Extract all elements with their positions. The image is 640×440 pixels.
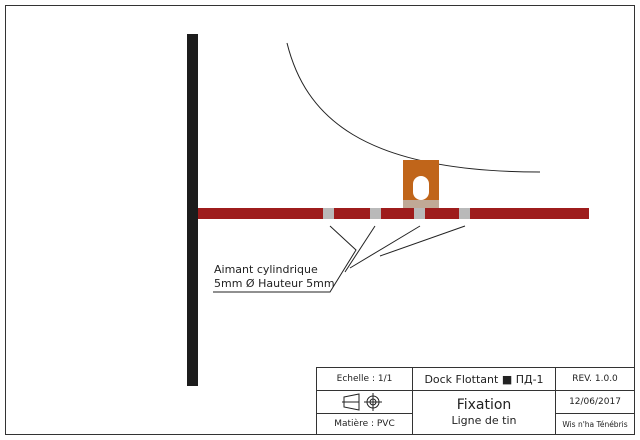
project-name: Dock Flottant ■ ПД-1 <box>424 372 544 386</box>
drawing-subtitle: Ligne de tin <box>451 413 517 427</box>
magnet-slot <box>414 208 425 219</box>
magnet-slot <box>459 208 470 219</box>
horizontal-rail <box>198 208 589 219</box>
magnet-slot <box>370 208 381 219</box>
magnet-callout-label: Aimant cylindrique 5mm Ø Hauteur 5mm <box>214 263 335 291</box>
author-label: Wis n'ha Ténébris <box>562 419 628 429</box>
title-cell: Fixation Ligne de tin <box>413 391 555 434</box>
vertical-post <box>187 34 198 386</box>
leader-lines <box>213 225 466 293</box>
revision-label: REV. 1.0.0 <box>572 374 618 384</box>
curved-line <box>286 42 541 173</box>
bracket <box>403 160 439 208</box>
callout-line-2: 5mm Ø Hauteur 5mm <box>214 277 335 290</box>
drawing-title: Fixation <box>456 396 512 413</box>
bracket-slot <box>413 176 429 200</box>
material-label: Matière : PVC <box>334 419 395 429</box>
crosshair-target-icon <box>364 393 382 411</box>
callout-line-1: Aimant cylindrique <box>214 263 318 276</box>
third-angle-projection-icon <box>342 393 360 411</box>
title-block <box>316 367 635 435</box>
scale-label: Echelle : 1/1 <box>336 374 393 384</box>
date-label: 12/06/2017 <box>569 397 621 407</box>
magnet-slot <box>323 208 334 219</box>
